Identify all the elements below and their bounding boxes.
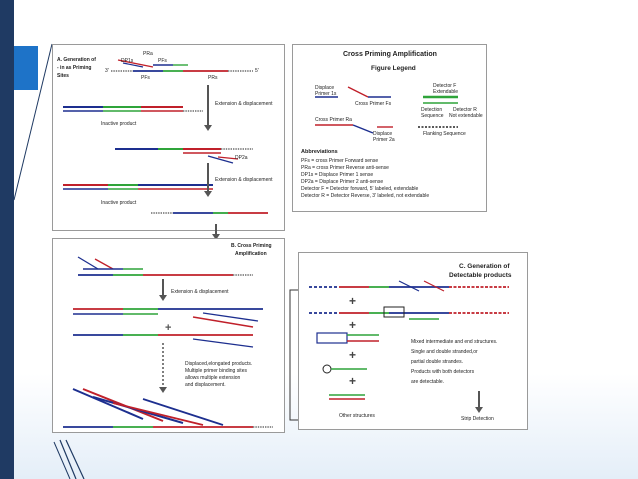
label-pra: PRa [143,51,153,57]
panel-c-note-2: Single and double stranded,or [411,349,478,355]
panel-a-title-2: - in as Priming [57,65,92,71]
svg-text:+: + [349,374,356,388]
legend-displace-1s-b: Primer 1s [315,91,337,97]
legend-detection-b: Sequence [421,113,444,119]
label-five: 5' [255,68,259,74]
legend-detector-f-b: Extendable [433,89,459,95]
legend-displace-1s: Displace [315,85,335,91]
panel-a-title-3: Sites [57,73,69,79]
legend-displace-2a: Displace [373,131,393,137]
panel-b: + B. Cross Priming Amplification Extensi… [52,238,285,433]
panel-c-title-1: C. Generation of [459,263,510,270]
label-dp1s: DP1s [121,58,134,64]
panel-b-strands: + [63,256,273,428]
label-three: 3' [105,68,109,74]
inactive2-label: Inactive product [101,200,137,206]
panel-b-title-2: Amplification [235,251,267,257]
panel-b-note-3: allows multiple extension [185,375,241,381]
panel-c-strip: Strip Detection [461,416,494,422]
legend-subtitle: Figure Legend [371,65,416,72]
panel-c-title-2: Detectable products [449,272,512,279]
label-pfs-2: PFs [141,75,150,81]
panel-a-title-1: A. Generation of [57,57,96,63]
legend-glyphs [315,86,458,134]
panel-c-other: Other structures [339,413,375,419]
step1-label: Extension & displacement [215,101,273,107]
abbrev-title: Abbreviations [301,149,338,155]
legend-title: Cross Priming Amplification [343,51,437,58]
panel-a-strands [63,59,268,214]
abbrev-3: DP1s = Displace Primer 1 sense [301,172,374,178]
slide-accent-tab [14,46,38,90]
panel-b-step: Extension & displacement [171,289,229,295]
legend-cross-ra: Cross Primer Ra [315,117,352,123]
abbrev-5: Detector F = Detector forward, 5' labele… [301,186,419,192]
abbrev-4: DP2a = Displace Primer 2 anti-sense [301,179,384,185]
legend-displace-2a-b: Primer 2a [373,137,395,143]
panel-b-note-1: Displaced,elongated products. [185,361,253,367]
slide-left-bar [0,0,14,479]
label-prs: PRs [208,75,218,81]
panel-b-title-1: B. Cross Priming [231,243,272,249]
abbrev-2: PRa = cross Primer Reverse anti-sense [301,165,389,171]
panel-c-note-4: Products with both detectors [411,369,475,375]
label-pfs: PFs [158,58,167,64]
svg-text:+: + [165,322,171,334]
panel-c-note-3: partial double strandes. [411,359,463,365]
legend-panel: Cross Priming Amplification Figure Legen… [292,44,487,212]
panel-b-note-2: Multiple primer binding sites [185,368,247,374]
abbrev-6: Detector R = Detector Reverse, 3' labele… [301,193,430,199]
panel-c-note-1: Mixed intermediate and end structures. [411,339,498,345]
panel-c-note-5: are detectable. [411,379,445,385]
panel-b-note-4: and displacement. [185,382,226,388]
inactive1-label: Inactive product [101,121,137,127]
legend-detector-f: Detector F [433,83,457,89]
panel-c: C. Generation of Detectable products + +… [298,252,528,430]
legend-flanking: Flanking Sequence [423,131,466,137]
svg-text:+: + [349,294,356,308]
panel-a: A. Generation of - in as Priming Sites P… [52,44,285,231]
abbrev-1: PFs = cross Primer Forward sense [301,158,379,164]
svg-text:+: + [349,318,356,332]
legend-detector-r: Detector R [453,107,477,113]
svg-text:+: + [349,348,356,362]
legend-detection: Detection [421,107,443,113]
legend-cross-fs: Cross Primer Fs [355,101,392,107]
label-dp2a: DP2a [235,155,248,161]
step2-label: Extension & displacement [215,177,273,183]
legend-detector-r-b: Not extendable [449,113,483,119]
panel-c-strands: + + + + [309,280,509,413]
